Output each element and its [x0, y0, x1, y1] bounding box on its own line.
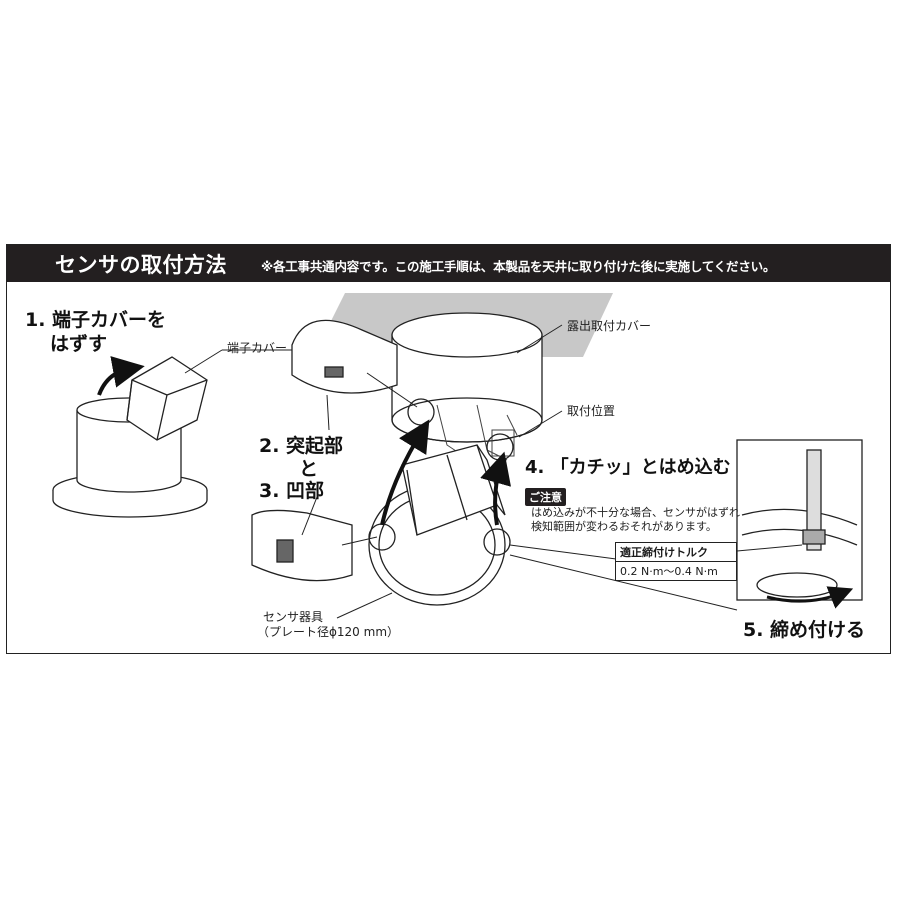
exposed-cover-label: 露出取付カバー: [567, 319, 652, 333]
recess-callout: [251, 509, 353, 582]
insert-arrow-right: [480, 451, 511, 526]
step4-label: 4. 「カチッ」とはめ込む: [525, 457, 731, 478]
caution-text: はめ込みが不十分な場合、センサがはずれ検知範囲が変わるおそれがあります。: [531, 506, 740, 533]
installation-diagram: [52, 293, 863, 619]
step3-label: 3. 凹部: [259, 480, 325, 502]
tighten-arrow: [766, 586, 854, 609]
protrusion-callout: [291, 319, 398, 394]
terminal-cover-label: 端子カバー: [227, 341, 288, 355]
tighten-detail: [736, 439, 863, 601]
mount-position-label: 取付位置: [567, 404, 616, 418]
exposed-cover-shape: [391, 312, 543, 443]
sensor-unit-label: センサ器具: [263, 610, 324, 624]
header-bar: センサの取付方法 ※各工事共通内容です。この施工手順は、本製品を天井に取り付けた…: [7, 245, 890, 282]
plate-diameter-label: （プレート径ϕ120 mm）: [257, 625, 400, 639]
insert-arrow-left: [380, 419, 430, 526]
torque-value: 0.2 N·m〜0.4 N·m: [620, 565, 718, 578]
lift-arrow: [97, 356, 145, 396]
sensor-with-cover-shape: [52, 356, 208, 518]
header-note: ※各工事共通内容です。この施工手順は、本製品を天井に取り付けた後に実施してくださ…: [261, 259, 776, 274]
caution-badge: ご注意: [525, 488, 566, 506]
step2-label: 2. 突起部: [259, 435, 344, 457]
instruction-panel: センサの取付方法 ※各工事共通内容です。この施工手順は、本製品を天井に取り付けた…: [6, 244, 891, 654]
step1-label-line2: はずす: [50, 333, 108, 355]
step5-label: 5. 締め付ける: [743, 619, 866, 641]
sensor-unit-shape: [368, 444, 506, 606]
torque-box: 適正締付けトルク 0.2 N·m〜0.4 N·m: [615, 542, 737, 581]
step1-label: 1. 端子カバーを: [25, 309, 167, 331]
torque-label: 適正締付けトルク: [616, 543, 736, 562]
page-title: センサの取付方法: [55, 253, 227, 277]
and-label: と: [299, 458, 319, 480]
